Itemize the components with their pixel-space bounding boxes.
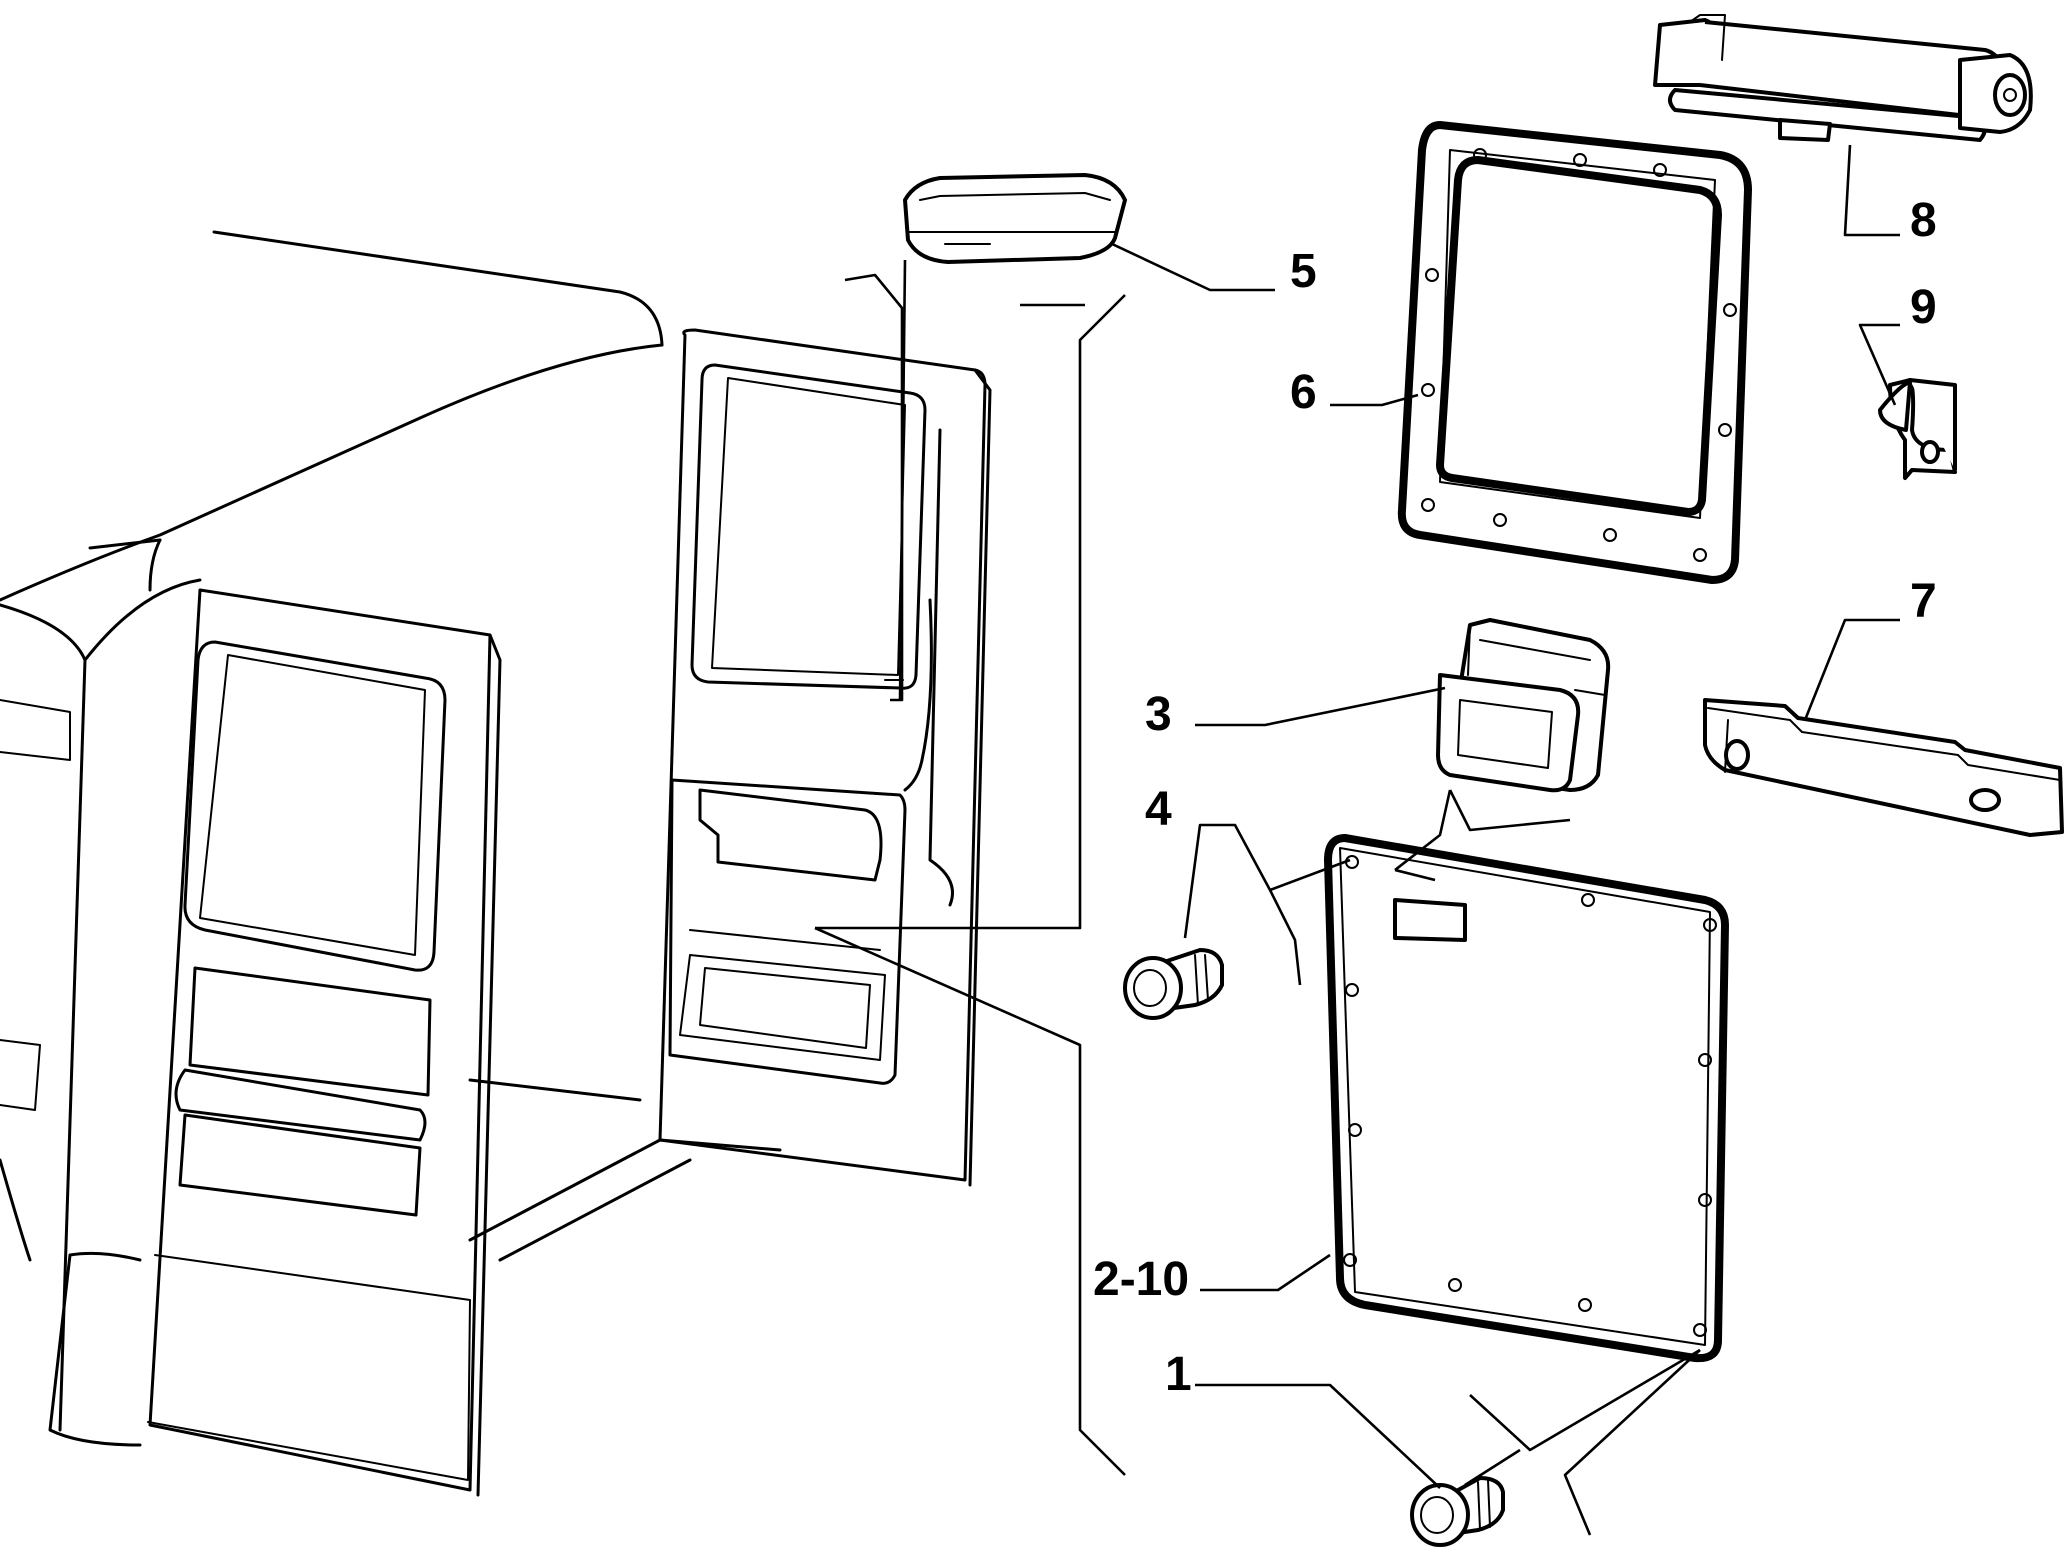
part-7-handle (1703, 698, 2064, 837)
callout-9: 9 (1910, 281, 1937, 334)
callout-8: 8 (1910, 194, 1937, 247)
part-6-window-seal (1397, 121, 1752, 584)
seal-holes (1421, 148, 1737, 562)
van-rear-outline (0, 230, 992, 1497)
callout-5: 5 (1290, 245, 1317, 298)
callout-4: 4 (1145, 783, 1172, 836)
callout-labels: 5 8 9 6 7 3 4 2-10 1 (1093, 194, 1937, 1401)
callout-6: 6 (1290, 366, 1317, 419)
part-4-plug-fastener (1123, 948, 1224, 1020)
part-3-latch-housing (1436, 618, 1611, 793)
part-1-plug-fastener (1410, 1476, 1505, 1547)
part-8-hinge-rod (1653, 14, 2033, 142)
part-2-10-trim-panel (1324, 834, 1729, 1363)
callout-3: 3 (1145, 688, 1172, 741)
leader-lines (814, 144, 1900, 1536)
callout-2-10: 2-10 (1093, 1253, 1189, 1306)
callout-1: 1 (1165, 1348, 1192, 1401)
callout-7: 7 (1910, 575, 1937, 628)
part-5-cap (903, 173, 1127, 264)
